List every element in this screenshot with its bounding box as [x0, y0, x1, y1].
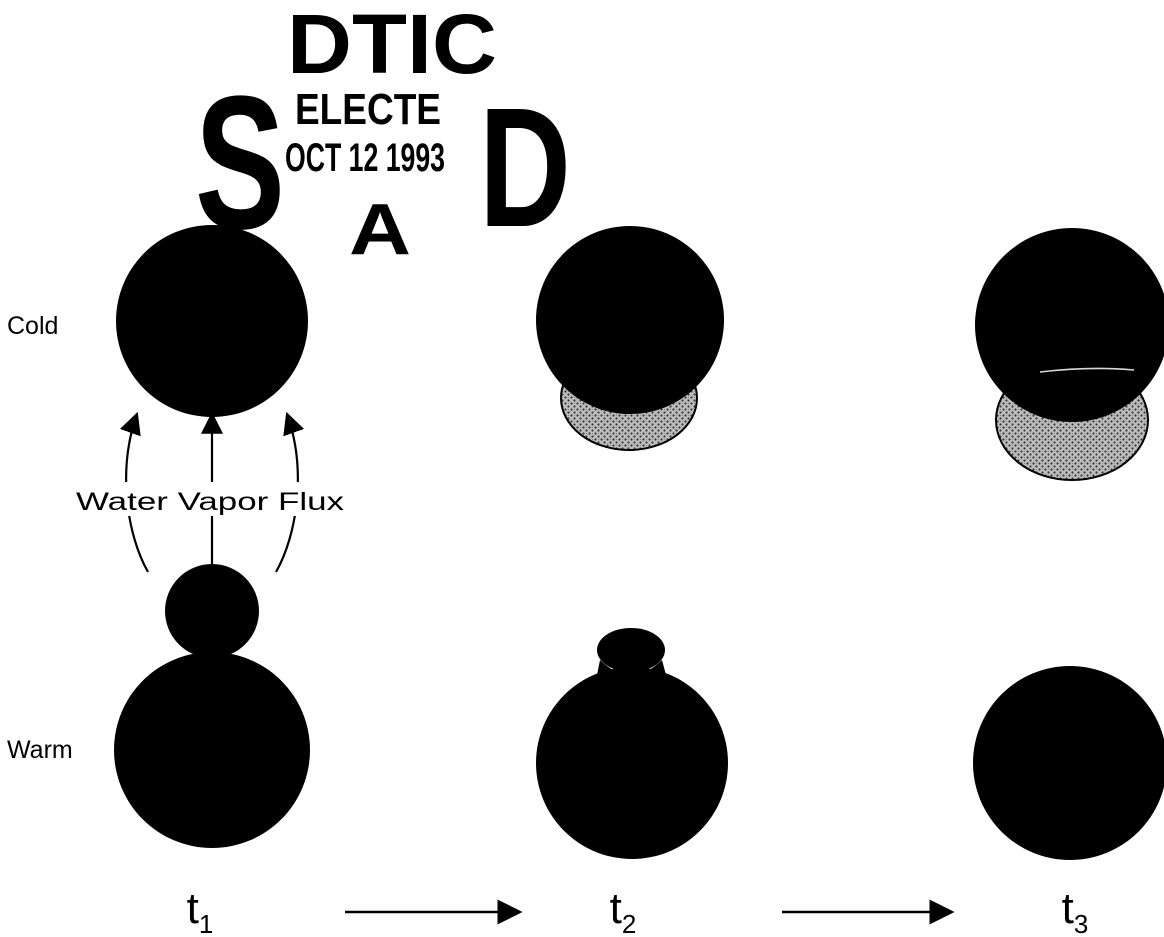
stamp-date: OCT 12 1993 [285, 136, 445, 180]
stamp-electe: ELECTE [295, 85, 441, 134]
droplet-neck-t2 [594, 660, 670, 695]
time-axis: t1 t2 t3 [187, 884, 1089, 937]
flux-label: Water Vapor Flux [76, 488, 345, 516]
stamp-letter-a: A [349, 190, 411, 270]
warm-particle-t3 [973, 666, 1164, 860]
frost-highlight-t3 [1039, 367, 1135, 373]
time-label-t3: t3 [1062, 884, 1089, 937]
warm-particle-t2 [536, 667, 728, 859]
warm-particle-t1 [114, 652, 310, 848]
t3-column [973, 228, 1164, 860]
cold-particle-t1 [116, 225, 308, 417]
time-label-t2: t2 [610, 884, 637, 937]
cold-particle-t3 [975, 228, 1164, 422]
cold-label: Cold [7, 312, 58, 340]
warm-label: Warm [7, 736, 73, 764]
t1-column: Water Vapor Flux [74, 225, 346, 848]
dtic-stamp: DTIC ELECTE OCT 12 1993 S D A [195, 0, 571, 270]
shrunk-droplet-t2 [597, 628, 665, 672]
t2-column [536, 226, 728, 859]
time-label-t1: t1 [187, 884, 214, 937]
cold-particle-t2 [536, 226, 724, 414]
small-warm-droplet-t1 [165, 564, 259, 658]
flux-label-backdrop [74, 482, 346, 516]
stamp-letter-d: D [479, 73, 571, 263]
stamp-title: DTIC [287, 0, 497, 91]
